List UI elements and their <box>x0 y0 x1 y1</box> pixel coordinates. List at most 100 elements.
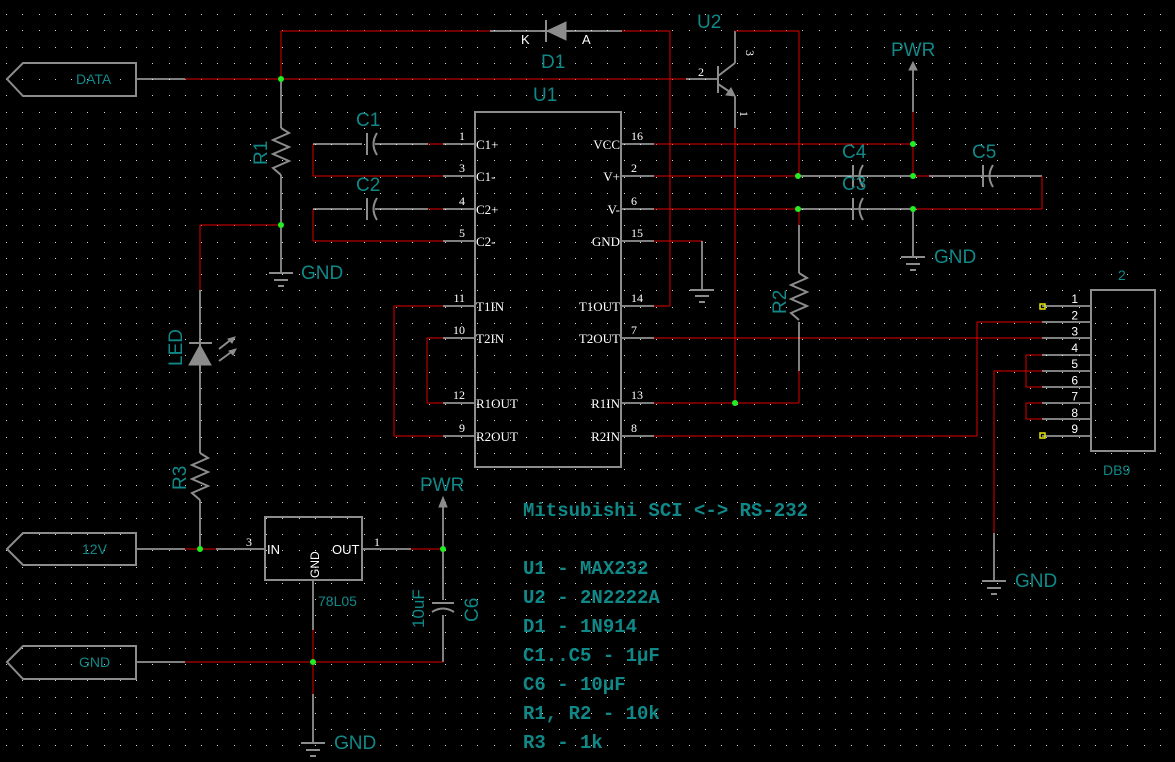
gnd-db9-label: GND <box>1015 571 1057 592</box>
u1-pin-name-left: C2- <box>476 234 496 249</box>
db9-pin-num: 6 <box>1071 373 1078 387</box>
junctions <box>197 76 916 665</box>
gnd-symbol-caps: GND <box>901 247 976 271</box>
c3-ref: C3 <box>842 174 866 195</box>
ic-u1[interactable]: U1 1C1+3C1-4C2+5C2-11T1IN10T2IN12R1OUT9R… <box>453 85 643 468</box>
u1-pin-name-right: R1IN <box>591 396 621 411</box>
capacitor-c4[interactable]: C4 <box>842 142 867 188</box>
reg-gnd-label: GND <box>308 551 322 578</box>
u1-pin-num-left: 10 <box>453 323 465 337</box>
capacitor-c6[interactable]: C6 10uF <box>409 589 483 628</box>
gnd-symbol-reg: GND <box>301 733 376 757</box>
db9-pin-num: 1 <box>1071 292 1078 306</box>
u1-pin-num-left: 3 <box>459 161 465 175</box>
port-data-label: DATA <box>76 71 112 87</box>
notes-block: Mitsubishi SCI <-> RS-232 U1 - MAX232 U2 … <box>523 500 808 754</box>
c2-ref: C2 <box>356 175 380 196</box>
u1-pin-name-right: GND <box>592 234 620 249</box>
c1-ref: C1 <box>356 110 380 131</box>
u1-pin-name-left: R1OUT <box>476 396 518 411</box>
capacitor-c5[interactable]: C5 <box>972 142 996 188</box>
bom-line: U1 - MAX232 <box>523 558 648 580</box>
notes-title: Mitsubishi SCI <-> RS-232 <box>523 500 808 522</box>
d1-ref: D1 <box>541 52 565 73</box>
u1-pin-num-right: 6 <box>631 194 637 208</box>
u1-ref: U1 <box>533 85 557 106</box>
u2-pin-e: 1 <box>737 111 751 117</box>
gnd-symbol-r1: GND <box>269 263 343 287</box>
u1-pin-num-right: 14 <box>631 291 643 305</box>
c4-ref: C4 <box>842 142 867 163</box>
regulator-78l05[interactable]: IN OUT GND 3 1 78L05 <box>246 516 380 609</box>
pwr-top-label: PWR <box>891 40 935 61</box>
bom-line: R3 - 1k <box>523 732 603 754</box>
gnd-reg-label: GND <box>334 733 376 754</box>
r3-ref: R3 <box>170 466 191 490</box>
gnd-caps-label: GND <box>934 247 976 268</box>
capacitor-c2[interactable]: C2 <box>356 175 380 221</box>
u1-pin-name-right: V- <box>607 202 620 217</box>
capacitor-c1[interactable]: C1 <box>356 110 380 156</box>
u1-pin-num-left: 12 <box>453 388 465 402</box>
db9-pin-num: 8 <box>1071 406 1078 420</box>
u1-pin-name-left: T2IN <box>476 331 505 346</box>
r1-ref: R1 <box>251 141 272 165</box>
u1-pin-num-right: 2 <box>631 161 637 175</box>
u1-pin-num-left: 9 <box>459 421 465 435</box>
u1-pin-name-left: R2OUT <box>476 429 518 444</box>
db9-pin-num: 2 <box>1071 308 1078 322</box>
u1-pin-num-left: 11 <box>453 291 465 305</box>
gnd-symbol-u1 <box>690 289 714 303</box>
port-data[interactable]: DATA <box>5 62 137 97</box>
capacitor-c3[interactable]: C3 <box>842 174 866 221</box>
port-12v[interactable]: 12V <box>5 532 137 566</box>
resistor-r1[interactable]: R1 <box>251 127 292 176</box>
u1-pin-num-right: 8 <box>631 421 637 435</box>
gnd-r1-label: GND <box>301 263 343 284</box>
u1-pin-num-left: 4 <box>459 194 465 208</box>
bom-line: C6 - 10µF <box>523 674 626 696</box>
u1-pin-num-right: 7 <box>631 323 637 337</box>
u1-pin-num-left: 1 <box>459 129 465 143</box>
port-gnd-label: GND <box>79 654 110 670</box>
u1-pin-num-right: 16 <box>631 129 643 143</box>
r2-ref: R2 <box>770 290 791 314</box>
db9-pin-num: 9 <box>1071 422 1078 436</box>
pwr-symbol-top: PWR <box>891 40 935 71</box>
diode-d1[interactable]: K A D1 <box>521 20 591 73</box>
u1-pin-num-left: 5 <box>459 226 465 240</box>
u1-pin-name-left: C2+ <box>476 202 499 217</box>
bom-line: U2 - 2N2222A <box>523 587 660 609</box>
u2-ref: U2 <box>697 12 721 33</box>
u1-pin-num-right: 13 <box>631 388 643 402</box>
reg-out-label: OUT <box>332 542 360 557</box>
d1-k-label: K <box>521 32 530 47</box>
resistor-r3[interactable]: R3 <box>170 452 211 501</box>
u1-pin-name-right: T1OUT <box>579 299 620 314</box>
c5-ref: C5 <box>972 142 996 163</box>
c6-ref: C6 <box>462 598 483 622</box>
db9-pin-num: 3 <box>1071 325 1078 339</box>
resistor-r2[interactable]: R2 <box>770 272 810 321</box>
pwr-symbol-reg: PWR <box>420 475 464 508</box>
reg-pin-in: 3 <box>246 535 252 549</box>
u1-pin-name-left: C1+ <box>476 137 499 152</box>
u1-pin-name-right: R2IN <box>591 429 621 444</box>
pwr-reg-label: PWR <box>420 475 464 496</box>
transistor-u2[interactable]: U2 2 3 1 <box>697 12 757 117</box>
led-ref: LED <box>166 329 187 366</box>
u1-pin-name-left: C1- <box>476 169 496 184</box>
db9-pin-num: 4 <box>1071 341 1078 355</box>
u1-pin-num-right: 15 <box>631 226 643 240</box>
u2-pin-b: 2 <box>698 65 704 79</box>
led[interactable]: LED <box>166 329 237 370</box>
port-gnd[interactable]: GND <box>5 645 137 680</box>
db9-pin-num: 7 <box>1071 390 1078 404</box>
bom-line: D1 - 1N914 <box>523 616 637 638</box>
db9-ref: 2 <box>1118 267 1126 283</box>
reg-pin-out: 1 <box>374 535 380 549</box>
reg-in-label: IN <box>267 542 280 557</box>
u1-pin-name-right: VCC <box>593 137 620 152</box>
